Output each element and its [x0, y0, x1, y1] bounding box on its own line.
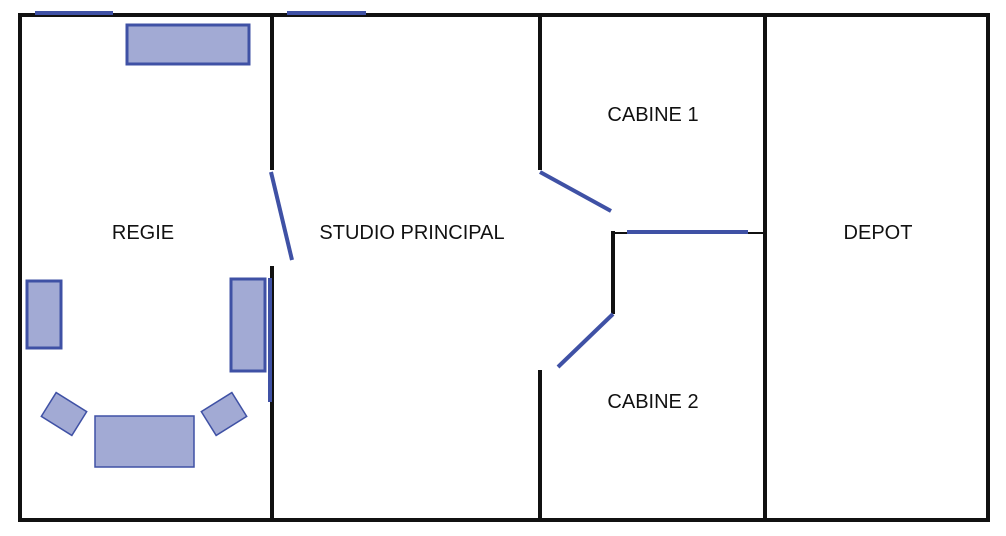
label-studio-principal: STUDIO PRINCIPAL [319, 222, 504, 244]
label-depot: DEPOT [844, 222, 913, 244]
right-monitor [200, 391, 248, 437]
label-regie: REGIE [112, 222, 174, 244]
left-speaker [25, 279, 63, 350]
door-cabine-1 [539, 170, 612, 213]
door-cabine-2 [556, 312, 615, 369]
outer-wall [18, 13, 990, 522]
mixing-console [94, 415, 195, 468]
label-cabine-2: CABINE 2 [607, 391, 698, 413]
furniture [25, 23, 267, 468]
equipment-rack [125, 23, 251, 66]
right-speaker [229, 277, 267, 373]
label-cabine-1: CABINE 1 [607, 104, 698, 126]
walls [18, 13, 990, 522]
openings [35, 11, 748, 402]
door-regie-studio [269, 171, 294, 261]
room-labels: REGIE STUDIO PRINCIPAL CABINE 1 CABINE 2… [112, 104, 913, 413]
left-monitor [40, 391, 88, 437]
